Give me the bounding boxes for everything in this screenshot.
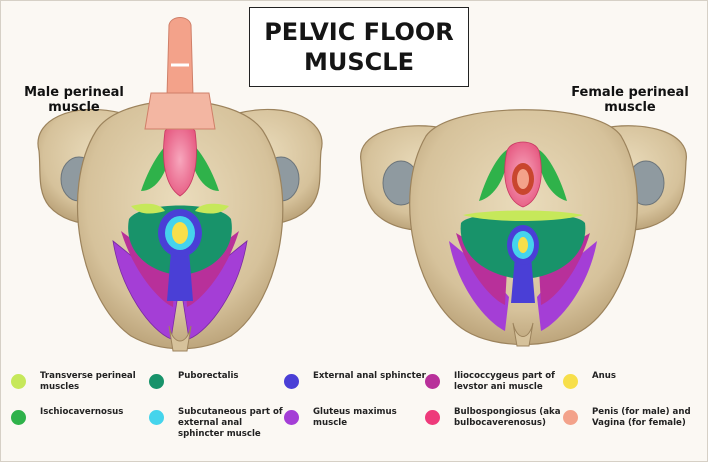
legend-color-swatch bbox=[11, 410, 26, 425]
legend-label-line: Bulbospongiosus (aka bbox=[454, 407, 561, 417]
legend-label-line: Anus bbox=[592, 371, 617, 381]
legend-color-swatch bbox=[563, 410, 578, 425]
legend-label-line: Puborectalis bbox=[178, 371, 239, 381]
legend-label-line: external anal bbox=[178, 418, 243, 428]
legend-label: External anal sphincter bbox=[313, 371, 426, 382]
legend-external-anal-sphincter: External anal sphincter bbox=[284, 371, 426, 389]
legend-color-swatch bbox=[425, 410, 440, 425]
male-pelvis bbox=[37, 17, 323, 352]
legend-label: Puborectalis bbox=[178, 371, 239, 382]
legend-anus: Anus bbox=[563, 371, 616, 389]
page-title-line2: MUSCLE bbox=[304, 48, 414, 76]
legend-label-line: Ischiocavernosus bbox=[40, 407, 124, 417]
legend-color-swatch bbox=[284, 410, 299, 425]
legend-label-line: sphincter muscle bbox=[178, 429, 261, 439]
legend-label-line: Subcutaneous part of bbox=[178, 407, 283, 417]
legend-label-line: Gluteus maximus bbox=[313, 407, 397, 417]
legend-label-line: External anal sphincter bbox=[313, 371, 426, 381]
legend-label-line: Iliococcygeus part of bbox=[454, 371, 555, 381]
legend-label-line: Transverse perineal bbox=[40, 371, 136, 381]
legend-label: Anus bbox=[592, 371, 616, 382]
legend-color-swatch bbox=[149, 410, 164, 425]
female-pelvis bbox=[360, 109, 687, 347]
page-title-line1: PELVIC FLOOR bbox=[264, 18, 454, 46]
legend-label: Ischiocavernosus bbox=[40, 407, 123, 418]
legend-color-swatch bbox=[425, 374, 440, 389]
legend-color-swatch bbox=[284, 374, 299, 389]
legend-color-swatch bbox=[11, 374, 26, 389]
legend-label-line: levstor ani muscle bbox=[454, 382, 543, 392]
legend-label-line: Vagina (for female) bbox=[592, 418, 686, 428]
legend-label-line: bulbocaverenosus) bbox=[454, 418, 546, 428]
legend-label-line: muscles bbox=[40, 382, 80, 392]
legend-label-line: Penis (for male) and bbox=[592, 407, 691, 417]
legend-color-swatch bbox=[149, 374, 164, 389]
title-box: PELVIC FLOOR MUSCLE bbox=[249, 7, 469, 87]
legend-ischiocavernosus: Ischiocavernosus bbox=[11, 407, 123, 425]
legend-puborectalis: Puborectalis bbox=[149, 371, 239, 389]
legend-color-swatch bbox=[563, 374, 578, 389]
legend-label-line: muscle bbox=[313, 418, 348, 428]
